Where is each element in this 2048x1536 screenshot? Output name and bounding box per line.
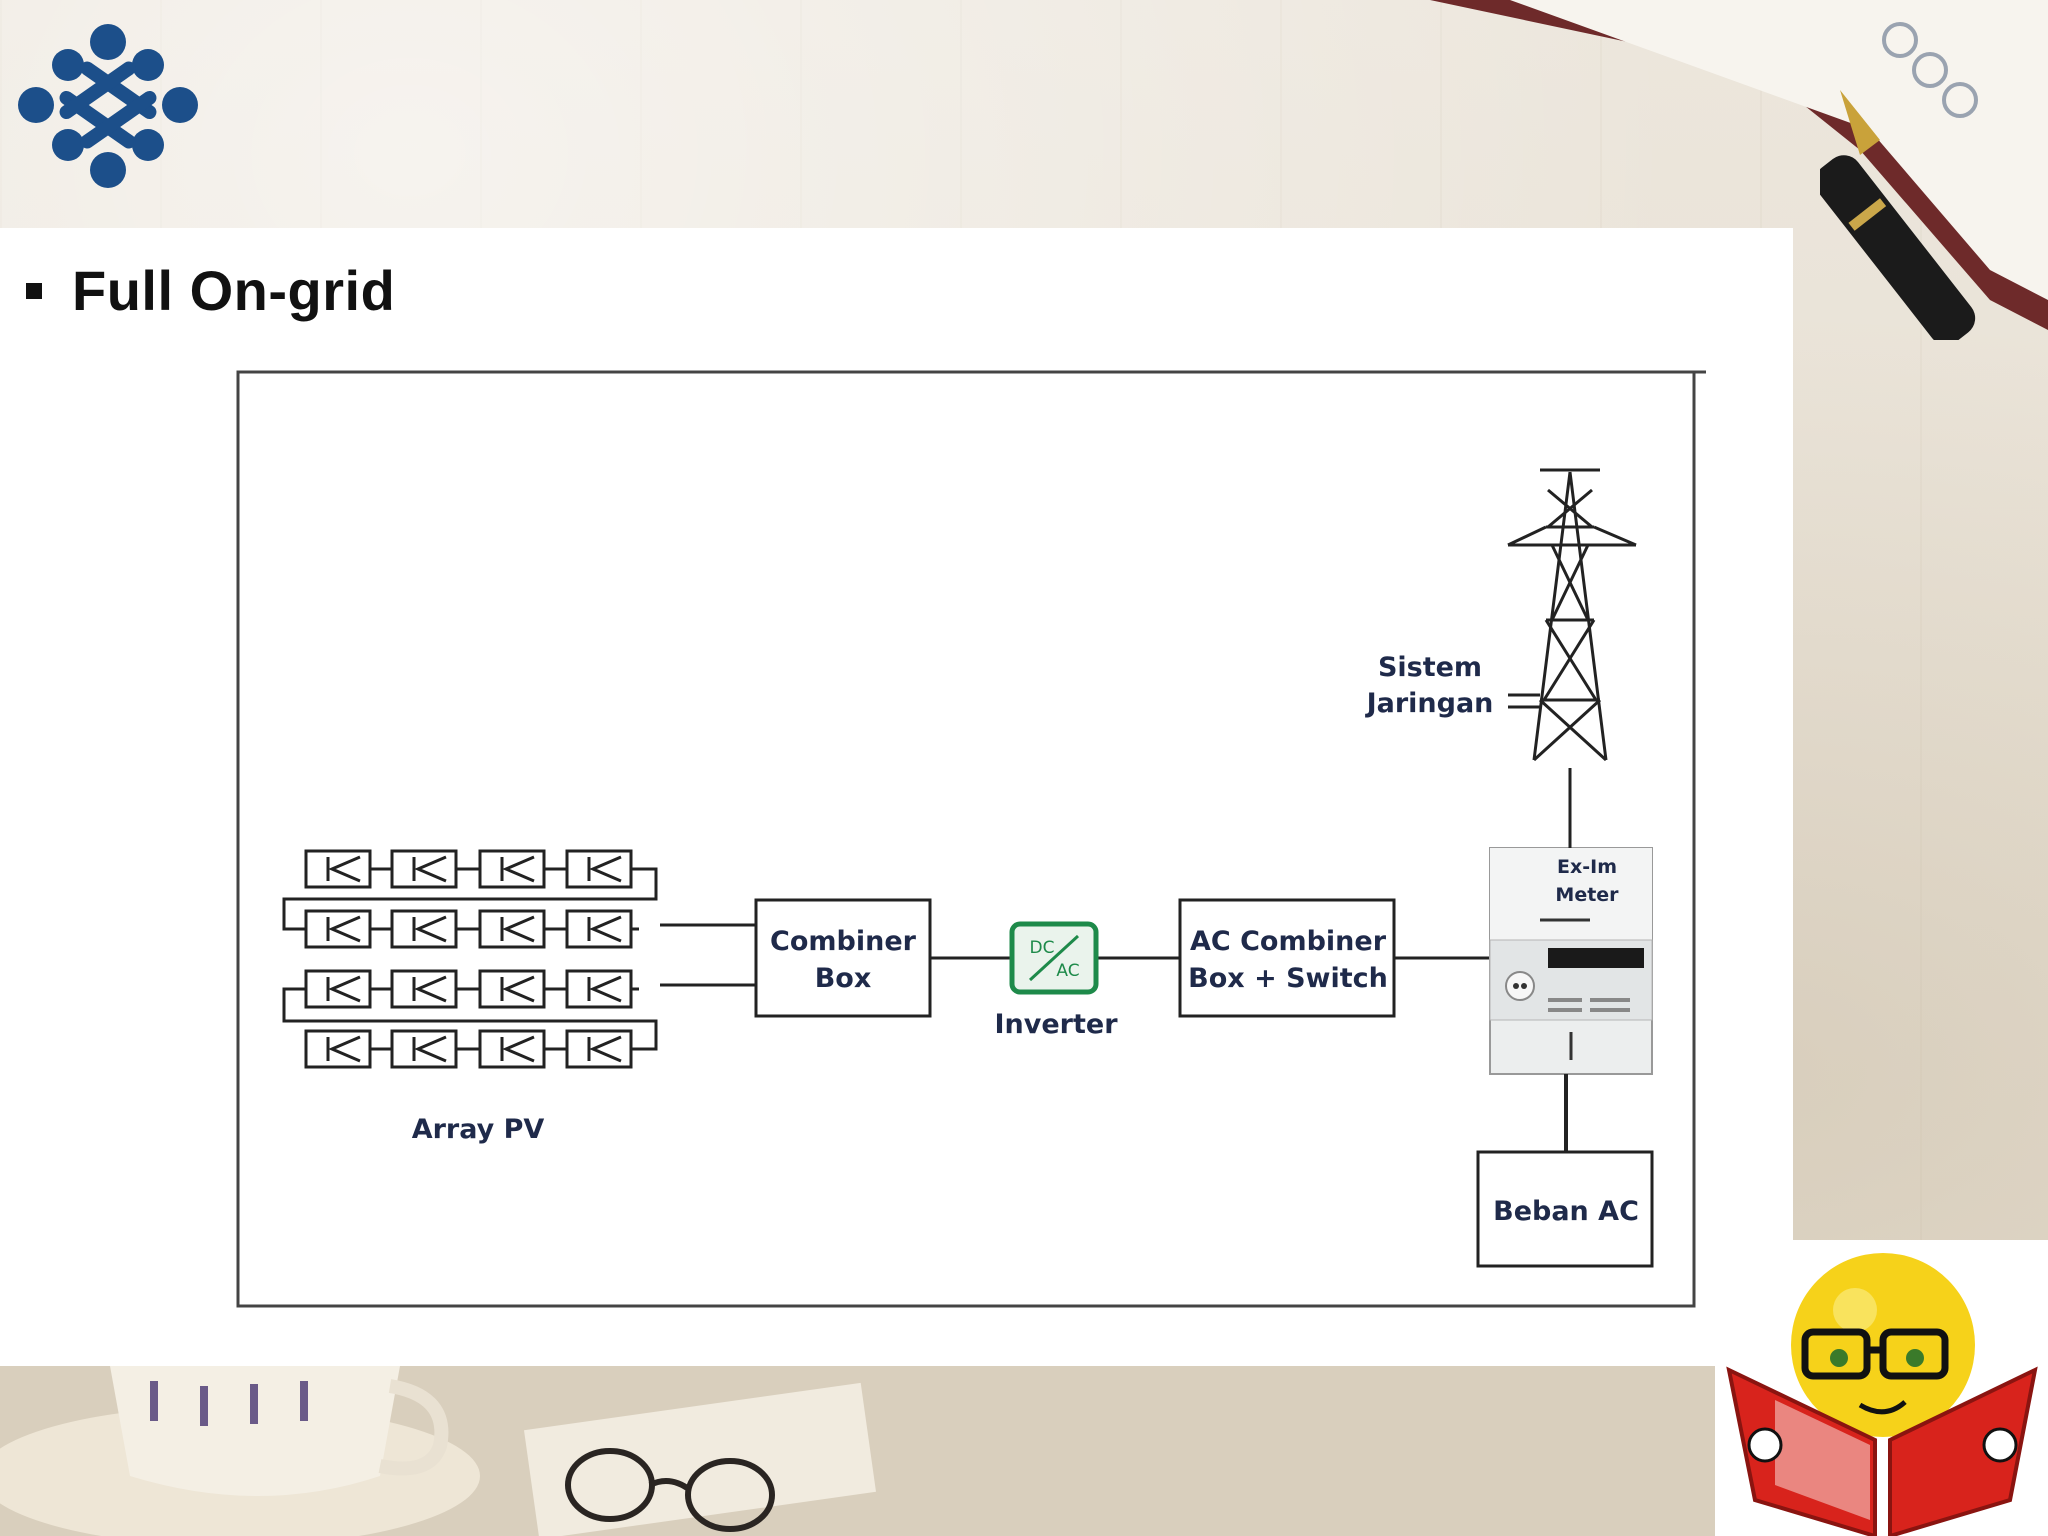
inverter-label: Inverter xyxy=(994,1009,1118,1040)
solar-panel-icon xyxy=(304,909,372,949)
solar-panel-icon xyxy=(304,849,372,889)
grid-label-line1: Sistem xyxy=(1378,652,1482,683)
notebook-decoration xyxy=(1430,0,2048,330)
solar-panel-icon xyxy=(390,1029,458,1069)
pen-decoration xyxy=(1820,90,1976,340)
inverter-icon: DC AC xyxy=(1009,921,1099,995)
inverter-ac-text: AC xyxy=(1056,961,1079,981)
glasses-decoration xyxy=(565,1448,775,1532)
solar-panel-icon xyxy=(565,969,633,1009)
ac-combiner-label-line2: Box + Switch xyxy=(1188,963,1388,994)
logo-icon xyxy=(18,24,198,188)
combiner-box xyxy=(754,898,932,1018)
meter-label-line2: Meter xyxy=(1555,884,1619,906)
slide-title-wrap: Full On-grid xyxy=(26,258,395,323)
meter-label-line1: Ex-Im xyxy=(1557,856,1617,878)
solar-panel-icon xyxy=(565,909,633,949)
solar-panel-icon xyxy=(304,1029,372,1069)
grid-label-line2: Jaringan xyxy=(1365,688,1494,719)
solar-panel-icon xyxy=(478,909,546,949)
diagram-frame xyxy=(236,370,1696,1308)
solar-panel-icon xyxy=(478,1029,546,1069)
combiner-label-line1: Combiner xyxy=(770,926,917,957)
solar-panel-icon xyxy=(565,1029,633,1069)
solar-panel-icon xyxy=(565,849,633,889)
solar-panel-icon xyxy=(304,969,372,1009)
solar-panel-icon xyxy=(390,849,458,889)
array-pv-label: Array PV xyxy=(412,1114,545,1145)
ac-combiner-box xyxy=(1178,898,1396,1018)
reading-smiley-icon xyxy=(1715,1240,2048,1536)
slide-title: Full On-grid xyxy=(72,259,396,322)
ac-combiner-label-line1: AC Combiner xyxy=(1190,926,1387,957)
grid-arrows xyxy=(1508,693,1540,709)
meter-icon xyxy=(1489,847,1653,1075)
array-string-wire xyxy=(282,867,658,1051)
transmission-tower-icon xyxy=(1507,468,1637,762)
beban-ac-label: Beban AC xyxy=(1493,1196,1639,1227)
array-wires xyxy=(660,923,756,987)
pv-array xyxy=(282,849,658,1069)
combiner-label-line2: Box xyxy=(815,963,872,994)
beban-ac-box xyxy=(1476,1150,1654,1268)
inverter-dc-text: DC xyxy=(1030,938,1055,958)
bullet-marker xyxy=(26,282,42,299)
solar-panel-icon xyxy=(390,969,458,1009)
solar-panel-icon xyxy=(478,849,546,889)
solar-panel-icon xyxy=(390,909,458,949)
solar-panel-icon xyxy=(478,969,546,1009)
teacup-decoration xyxy=(0,1366,1793,1536)
